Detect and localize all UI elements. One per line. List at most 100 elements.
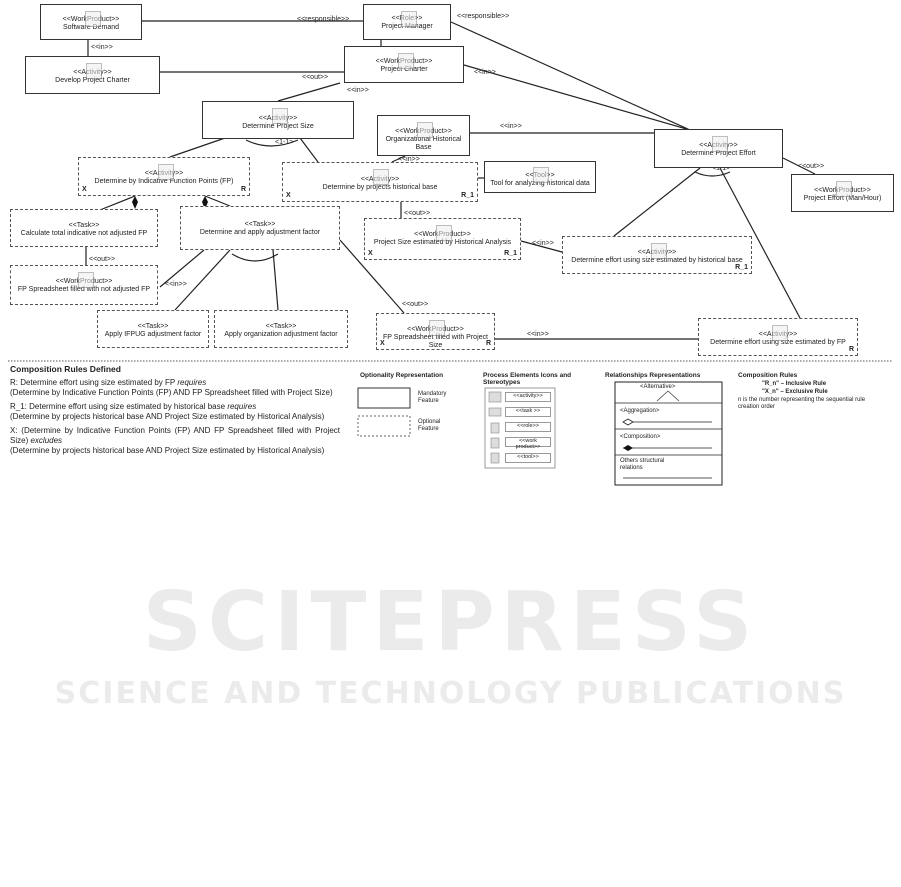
requires-flag: R_1: [504, 249, 517, 257]
node-determine-by-fp[interactable]: <<Activity>> Determine by Indicative Fun…: [78, 157, 250, 196]
node-label: FP Spreadsheet filled with not adjusted …: [17, 286, 151, 294]
rule-r-body: (Determine by Indicative Function Points…: [10, 387, 333, 397]
node-software-demand[interactable]: <<WorkProduct>> Software Demand: [40, 4, 142, 40]
node-stereotype: <<Task>>: [265, 323, 297, 330]
node-fp-sheet-project-size[interactable]: <<WorkProduct>> FP Spreadsheet filled wi…: [376, 313, 495, 350]
node-effort-by-historical-base[interactable]: <<Activity>> Determine effort using size…: [562, 236, 752, 274]
edge-label-out: <<out>>: [402, 301, 429, 308]
node-stereotype: <<Task>>: [244, 221, 276, 228]
node-project-charter[interactable]: <<WorkProduct>> Project Charter: [344, 46, 464, 83]
watermark-sub: SCIENCE AND TECHNOLOGY PUBLICATIONS: [54, 676, 847, 711]
node-stereotype: <<Task>>: [68, 222, 100, 229]
rules-heading: Composition Rules Defined: [10, 364, 121, 374]
rule-x: X: (Determine by Indicative Function Poi…: [10, 426, 340, 456]
node-tool-historical-data[interactable]: <<Tool>> Tool for analyzing historical d…: [484, 161, 596, 193]
rule-r-keyword: requires: [177, 377, 207, 387]
stereotype-activity: <<activity>>: [505, 392, 551, 402]
requires-flag: R_1: [735, 263, 748, 271]
node-determine-by-historical-base[interactable]: <<Activity>> Determine by projects histo…: [282, 162, 478, 202]
exclusive-flag: X: [380, 339, 385, 347]
activity-icon: [86, 63, 102, 79]
node-label: Project Effort (Man/Hour): [803, 195, 882, 203]
node-apply-ifpug-factor[interactable]: <<Task>> Apply IFPUG adjustment factor: [97, 310, 209, 348]
edge-label-in: <<in>>: [474, 69, 496, 76]
inclusive-rule: "R_n" – Inclusive Rule: [762, 381, 827, 387]
process-title: Process Elements Icons and Stereotypes: [483, 372, 572, 386]
activity-icon: [772, 325, 788, 341]
work-product-icon: [436, 225, 452, 241]
node-calculate-not-adjusted-fp[interactable]: <<Task>> Calculate total indicative not …: [10, 209, 158, 247]
exclusive-flag: X: [82, 185, 87, 193]
node-label: Determine by projects historical base: [322, 184, 438, 192]
edge-label-out: <<out>>: [89, 256, 116, 263]
node-determine-project-size[interactable]: <<Activity>> Determine Project Size: [202, 101, 354, 139]
exclusive-rule: "X_n" – Exclusive Rule: [762, 389, 828, 395]
relationships-title: Relationships Representations: [605, 372, 701, 379]
activity-icon: [651, 243, 667, 259]
node-develop-project-charter[interactable]: <<Activity>> Develop Project Charter: [25, 56, 160, 94]
node-determine-project-effort[interactable]: <<Activity>> Determine Project Effort: [654, 129, 783, 168]
work-product-icon: [398, 53, 414, 69]
node-determine-adjustment-factor[interactable]: <<Task>> Determine and apply adjustment …: [180, 206, 340, 250]
edge-label-in: <<in>>: [532, 240, 554, 247]
exclusive-flag: X: [286, 191, 291, 199]
edge-label-in: <<in>>: [398, 156, 420, 163]
work-product-icon: [429, 320, 445, 336]
rule-x-body: (Determine by projects historical base A…: [10, 445, 325, 455]
activity-icon: [272, 108, 288, 124]
edge-label-in: <<in>>: [347, 87, 369, 94]
node-size-by-historical-analysis[interactable]: <<WorkProduct>> Project Size estimated b…: [364, 218, 521, 260]
node-label: Determine Project Effort: [681, 150, 756, 158]
node-label: Project Charter: [380, 66, 428, 74]
composition-rules-defined: Composition Rules Defined R: Determine e…: [10, 364, 340, 460]
node-label: Develop Project Charter: [55, 77, 130, 85]
node-effort-by-fp[interactable]: <<Activity>> Determine effort using size…: [698, 318, 858, 356]
activity-icon: [373, 169, 389, 185]
requires-flag: R: [240, 185, 246, 193]
node-label: Project Size estimated by Historical Ana…: [373, 239, 512, 247]
node-label: Determine and apply adjustment factor: [199, 229, 321, 237]
node-label: Determine by Indicative Function Points …: [94, 178, 234, 186]
watermark-main: SCITEPRESS: [142, 575, 759, 670]
node-project-effort[interactable]: <<WorkProduct>> Project Effort (Man/Hour…: [791, 174, 894, 212]
node-fp-sheet-not-adjusted[interactable]: <<WorkProduct>> FP Spreadsheet filled wi…: [10, 265, 158, 305]
node-label: Apply organization adjustment factor: [224, 331, 338, 339]
rule-x-keyword: excludes: [30, 435, 63, 445]
stereotype-work-product: <<work product>>: [505, 437, 551, 450]
stereotype-role: <<role>>: [505, 422, 551, 432]
node-label: Determine effort using size estimated by…: [571, 257, 743, 265]
rule-x-prefix: X: (Determine by Indicative Function Poi…: [10, 425, 340, 445]
node-organizational-historical-base[interactable]: <<WorkProduct>> Organizational Historica…: [377, 115, 470, 156]
edge-label-out: <<out>>: [404, 210, 431, 217]
rule-r: R: Determine effort using size estimated…: [10, 378, 340, 398]
optionality-title: Optionality Representation: [360, 372, 444, 379]
node-project-manager[interactable]: <<Role>> Project Manager: [363, 4, 451, 40]
node-label: Determine effort using size estimated by…: [710, 339, 846, 347]
requires-flag: R_1: [461, 191, 474, 199]
composition-rules-title: Composition Rules: [738, 372, 798, 379]
rule-r1: R_1: Determine effort using size estimat…: [10, 402, 340, 422]
node-apply-organization-factor[interactable]: <<Task>> Apply organization adjustment f…: [214, 310, 348, 348]
node-label: Apply IFPUG adjustment factor: [104, 331, 202, 339]
mandatory-label: Mandatory Feature: [418, 391, 447, 405]
node-label: Calculate total indicative not adjusted …: [20, 230, 148, 238]
tool-icon: [533, 167, 549, 183]
work-product-icon: [417, 122, 433, 138]
node-stereotype: <<Task>>: [137, 323, 169, 330]
requires-flag: R: [485, 339, 491, 347]
node-label: Organizational Historical Base: [385, 136, 462, 152]
edge-label-in: <<in>>: [91, 44, 113, 51]
stereotype-task: <<task >>: [505, 407, 551, 417]
stereotype-tool: <<tool>>: [505, 453, 551, 463]
rule-r1-body: (Determine by projects historical base A…: [10, 411, 325, 421]
exclusive-flag: X: [368, 249, 373, 257]
edge-label-in: <<in>>: [500, 123, 522, 130]
alternative-label: <Alternative>: [640, 384, 676, 390]
edge-label-in: <<in>>: [165, 281, 187, 288]
role-icon: [401, 11, 417, 27]
composition-label: <Composition>: [620, 434, 661, 440]
activity-icon: [712, 136, 728, 152]
node-label: Tool for analyzing historical data: [490, 180, 590, 188]
aggregation-label: <Aggregation>: [620, 408, 660, 414]
node-label: FP Spreadsheet filled with Project Size: [383, 334, 488, 350]
